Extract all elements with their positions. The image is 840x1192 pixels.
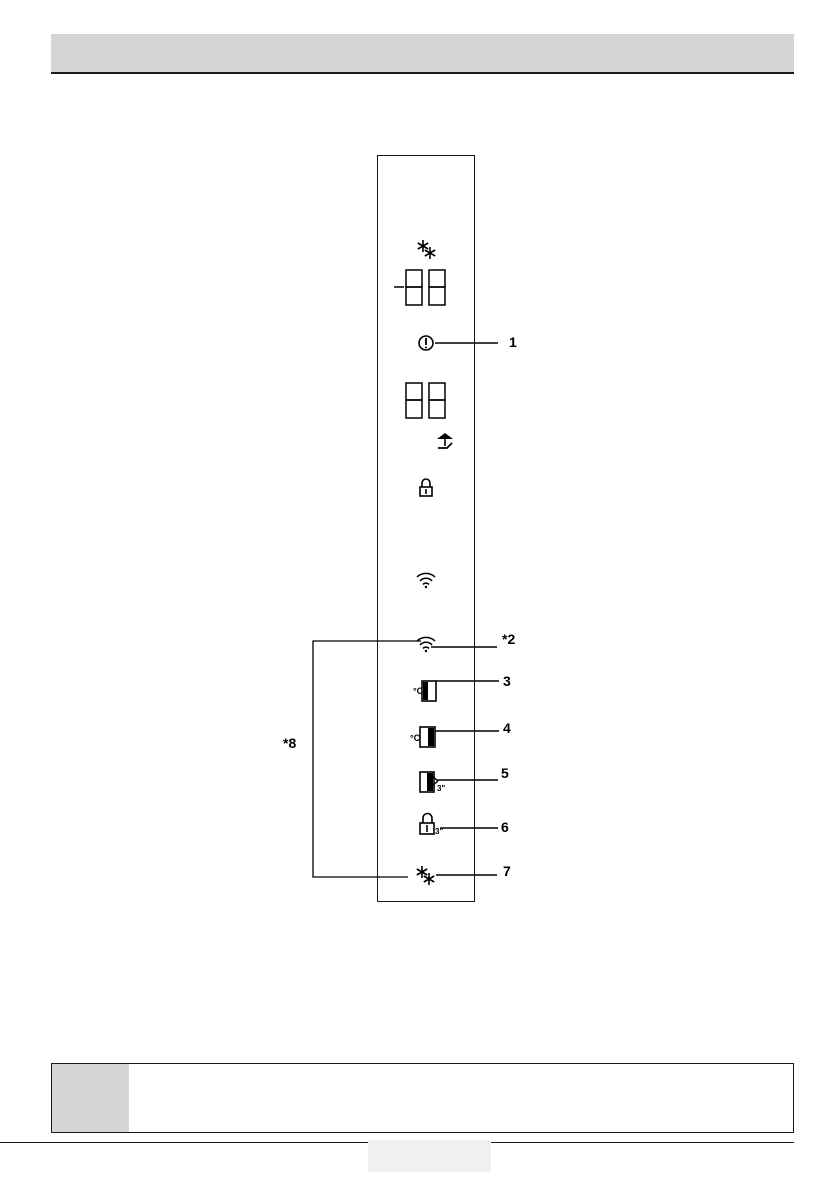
callout-5: 5 (501, 765, 509, 781)
wifi-button-icon[interactable] (417, 637, 435, 652)
callout-2: *2 (502, 631, 515, 647)
callout-3: 3 (503, 673, 511, 689)
note-box (51, 1063, 794, 1133)
callout-1: 1 (509, 334, 517, 350)
freezer-temp-display (394, 270, 445, 305)
page-number-tab (368, 1140, 491, 1172)
note-icon-area (52, 1064, 129, 1132)
fridge-temp-display (406, 383, 445, 418)
fridge-temp-button-icon[interactable]: °C (410, 727, 435, 747)
freezer-temp-button-icon[interactable]: °C (413, 681, 436, 701)
svg-text:°C: °C (410, 733, 421, 743)
callout-6: 6 (501, 819, 509, 835)
fast-cool-button-icon[interactable]: 3" (420, 772, 445, 793)
key-lock-button-icon[interactable]: 3" (420, 814, 443, 836)
fast-freeze-icon (418, 240, 435, 259)
wifi-icon (417, 573, 435, 588)
warning-icon (419, 336, 433, 350)
lock-icon (420, 479, 432, 496)
callout-7: 7 (503, 863, 511, 879)
fast-freeze-button-icon[interactable] (417, 866, 434, 885)
svg-text:3": 3" (437, 784, 445, 793)
bracket-8 (313, 641, 421, 877)
callout-4: 4 (503, 720, 511, 736)
vacation-mode-icon (437, 433, 453, 448)
callout-8: *8 (283, 735, 296, 751)
